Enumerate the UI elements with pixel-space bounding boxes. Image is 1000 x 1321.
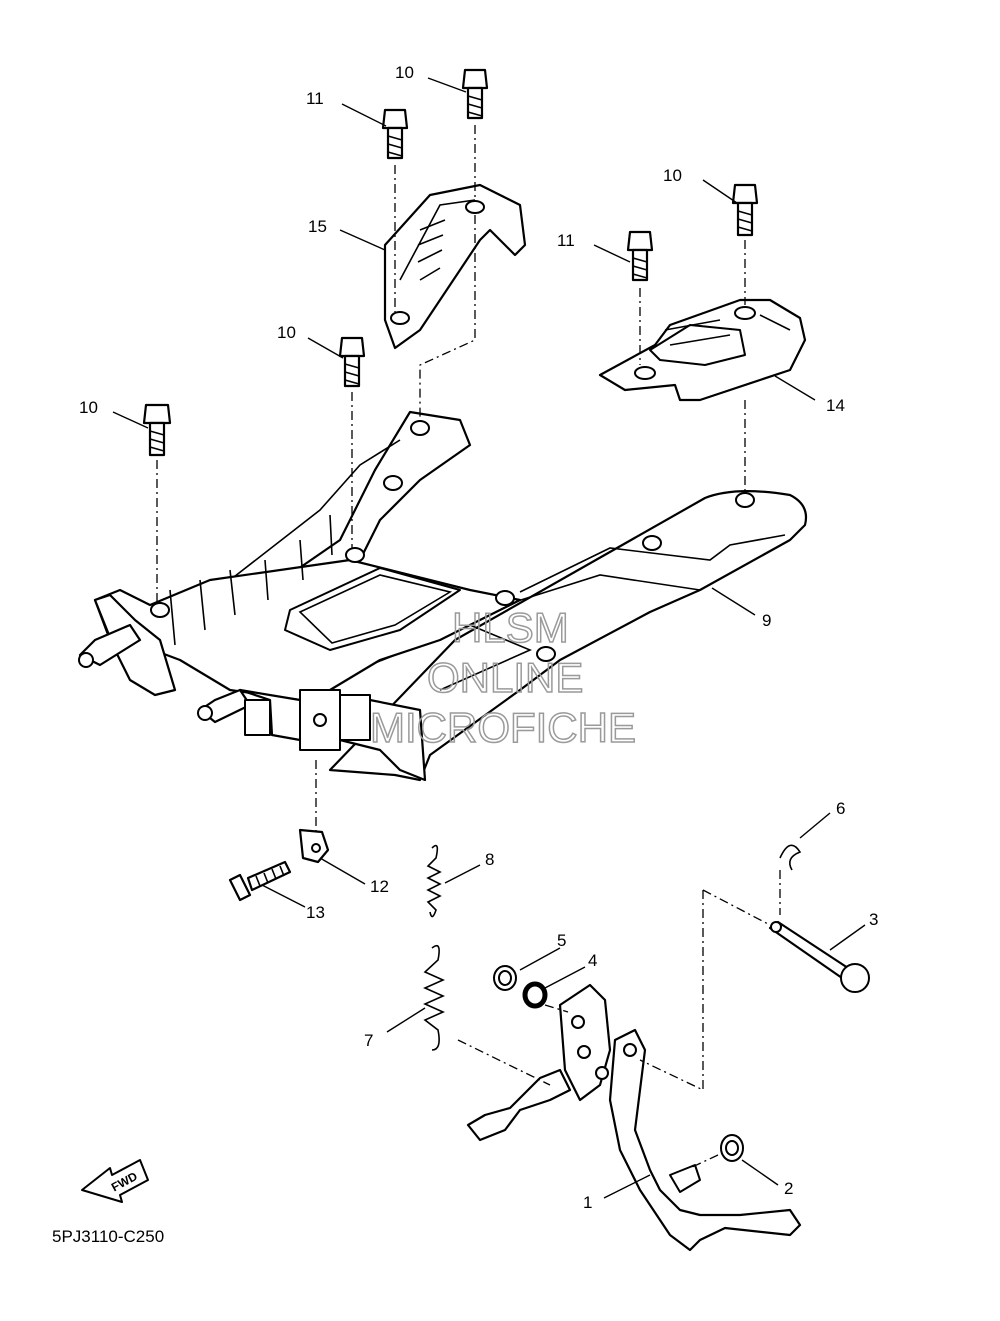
callout-10: 10 [277, 323, 296, 342]
callout-5: 5 [557, 931, 566, 950]
screw-part-13 [228, 860, 292, 902]
callout-labels: 10 11 15 10 11 10 10 14 9 6 3 5 4 8 7 12… [79, 63, 878, 1212]
spring-part-7 [423, 944, 445, 1051]
callout-12: 12 [370, 877, 389, 896]
assembly-lines [156, 125, 781, 1169]
washer-part-2 [720, 1134, 744, 1162]
bolt-part-10-left [142, 403, 172, 457]
callout-3: 3 [869, 910, 878, 929]
washer-part-5 [493, 965, 517, 991]
watermark-line-3: MICROFICHE [370, 704, 636, 751]
callout-4: 4 [588, 951, 597, 970]
callout-15: 15 [308, 217, 327, 236]
cover-part-15 [383, 183, 527, 350]
callout-6: 6 [836, 799, 845, 818]
callout-14: 14 [826, 396, 845, 415]
bolt-part-10-top [461, 68, 489, 120]
diagram-code: 5PJ3110-C250 [52, 1227, 164, 1246]
o-ring-part-4 [522, 981, 548, 1009]
bolt-part-11-top [381, 108, 409, 160]
callout-2: 2 [784, 1179, 793, 1198]
callout-11: 11 [306, 89, 324, 108]
callout-10: 10 [79, 398, 98, 417]
callout-13: 13 [306, 903, 325, 922]
cover-part-14 [598, 298, 807, 402]
main-stand-part-1 [466, 983, 802, 1252]
bolt-part-10-middle [338, 336, 366, 388]
callout-9: 9 [762, 611, 771, 630]
callout-10: 10 [395, 63, 414, 82]
callout-8: 8 [485, 850, 494, 869]
callout-11: 11 [557, 231, 575, 250]
pin-part-3 [768, 920, 870, 993]
clip-nut-part-12 [298, 828, 330, 864]
watermark-line-2: ONLINE [427, 654, 583, 701]
watermark: HLSM ONLINE MICROFICHE [369, 603, 637, 752]
cotter-pin-part-6 [779, 844, 802, 871]
watermark-line-1: HLSM [452, 604, 569, 651]
spring-part-8 [426, 844, 442, 918]
callout-10: 10 [663, 166, 682, 185]
bolt-part-11-right [626, 230, 654, 282]
callout-1: 1 [583, 1193, 592, 1212]
callout-7: 7 [364, 1031, 373, 1050]
leader-lines [112, 77, 866, 1199]
bolt-part-10-right [731, 183, 759, 237]
footrest-frame-part-9 [78, 410, 808, 782]
fwd-arrow-icon: FWD [81, 1159, 149, 1203]
